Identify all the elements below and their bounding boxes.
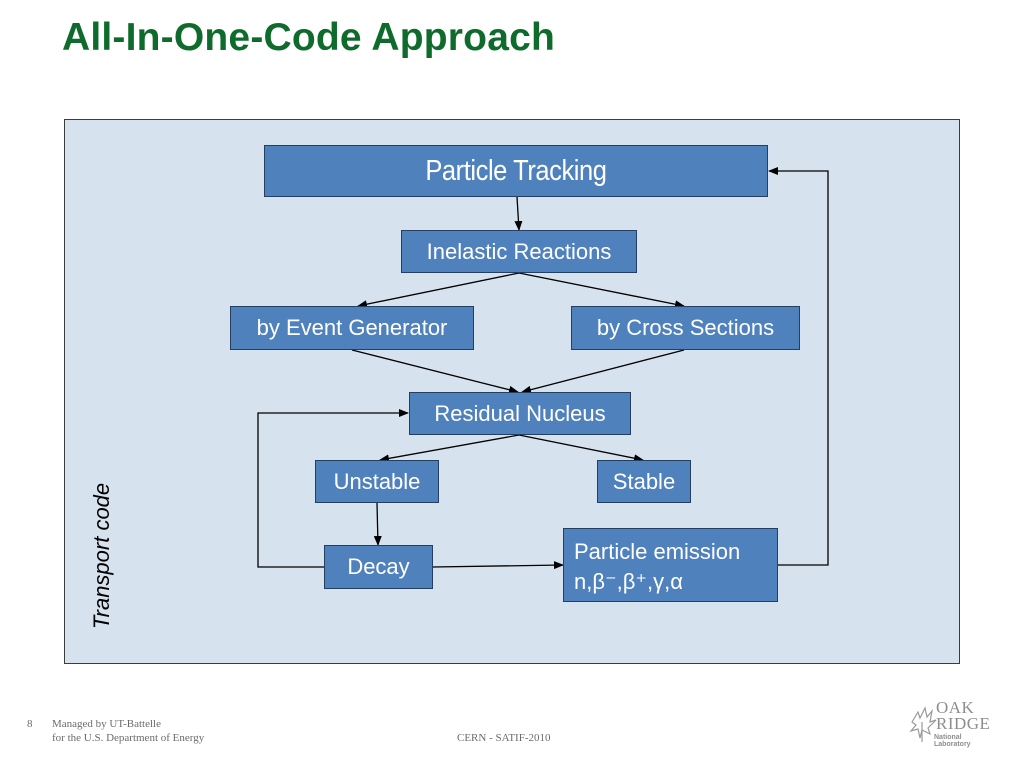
arrow-residual-to-unstable (379, 434, 520, 463)
managed-by-line-2: for the U.S. Department of Energy (52, 732, 205, 744)
decay-box: Decay (324, 545, 433, 589)
logo-word-oak: OAK (936, 698, 975, 717)
logo-word-ridge: RIDGE (936, 714, 991, 733)
page-number: 8 (27, 718, 33, 730)
particle-tracking-box: Particle Tracking (264, 145, 768, 197)
arrow-cross-to-residual (521, 349, 685, 394)
cross-sections-box: by Cross Sections (571, 306, 800, 350)
managed-by-line-1: Managed by UT-Battelle (52, 718, 161, 730)
residual-nucleus-label: Residual Nucleus (434, 400, 606, 426)
decay-label: Decay (347, 554, 410, 579)
arrow-decay-loop-to-residual (257, 409, 409, 568)
particle-emission-box: Particle emission n,β⁻,β⁺,γ,α (563, 528, 778, 602)
event-generator-box: by Event Generator (230, 306, 474, 350)
arrow-inelastic-to-cross (518, 272, 685, 309)
logo-subtitle: National Laboratory (934, 734, 971, 748)
arrow-event-to-residual (351, 349, 519, 394)
inelastic-reactions-box: Inelastic Reactions (401, 230, 637, 273)
unstable-box: Unstable (315, 460, 439, 503)
residual-nucleus-box: Residual Nucleus (409, 392, 631, 435)
particle-emission-label: Particle emission (574, 539, 741, 564)
slide-title: All-In-One-Code Approach (62, 16, 556, 59)
arrow-tracking-to-inelastic (514, 196, 523, 231)
arrow-residual-to-stable (518, 434, 644, 463)
footer-center-text: CERN - SATIF-2010 (457, 732, 551, 744)
arrow-decay-to-emission (432, 561, 564, 570)
event-generator-label: by Event Generator (256, 315, 448, 340)
cross-sections-label: by Cross Sections (596, 315, 775, 340)
unstable-label: Unstable (333, 468, 421, 494)
stable-box: Stable (597, 460, 691, 503)
arrow-emission-loop-to-tracking (768, 167, 829, 566)
particle-list-label: n,β⁻,β⁺,γ,α (574, 569, 683, 594)
leaf-icon (909, 706, 937, 742)
ornl-logo: OAK RIDGE National Laboratory (908, 698, 1000, 748)
particle-tracking-label: Particle Tracking (425, 154, 607, 187)
arrow-unstable-to-decay (373, 502, 382, 546)
inelastic-reactions-label: Inelastic Reactions (426, 238, 612, 264)
arrow-inelastic-to-event (357, 272, 520, 309)
stable-label: Stable (612, 468, 676, 494)
